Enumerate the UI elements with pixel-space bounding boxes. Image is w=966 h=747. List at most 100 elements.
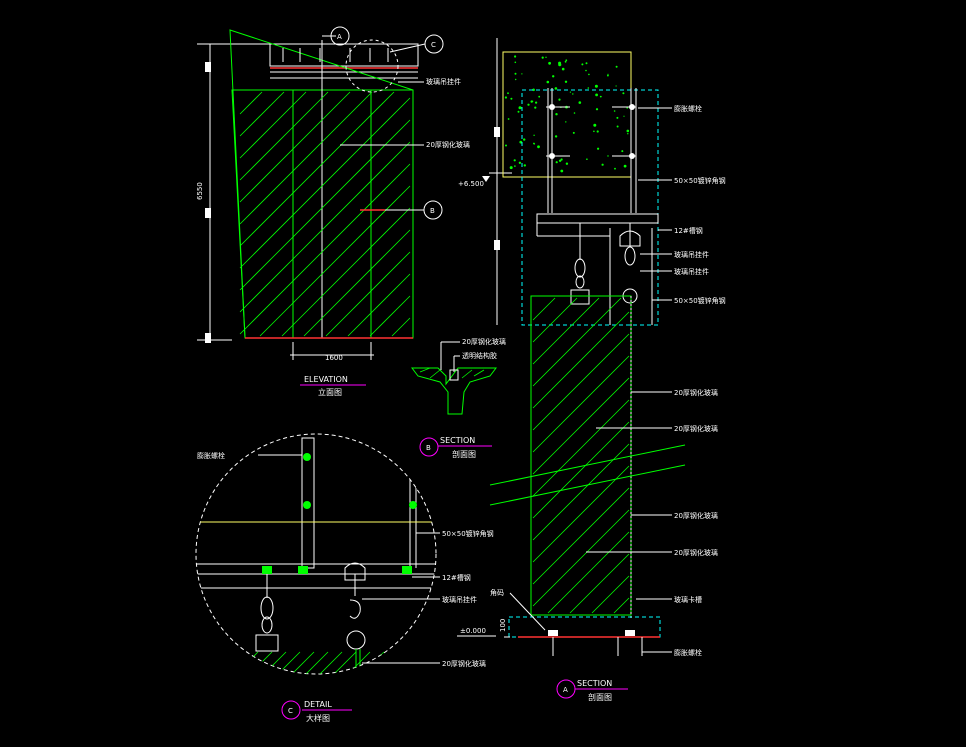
slab-dot	[596, 130, 599, 133]
slab-dot	[627, 133, 629, 135]
detail-c-view: 膨胀螺栓 50×50镀锌角钢 12#槽钢 玻璃吊挂件 20厚钢化玻璃 C DET…	[195, 433, 494, 723]
slab-dot	[626, 129, 630, 133]
slab-dot	[587, 87, 590, 89]
hatch-line	[325, 251, 411, 337]
elevation-subtitle: 立面图	[318, 387, 342, 397]
slab-dot	[533, 134, 535, 136]
section-a-channel-label: 12#槽钢	[674, 226, 703, 235]
hatch-line	[239, 91, 263, 115]
slab-dot	[565, 59, 568, 62]
hatch-line	[239, 97, 411, 269]
hatch-line	[532, 297, 578, 343]
slab-dot	[565, 162, 569, 165]
slab-dot	[510, 97, 513, 100]
slab-dot	[517, 110, 520, 113]
slab-dot	[545, 56, 547, 58]
slab-dot	[572, 93, 574, 95]
slab-dot	[586, 158, 588, 160]
slab-dot	[554, 87, 558, 90]
section-a-glass3-label: 20厚钢化玻璃	[674, 511, 718, 520]
section-a-angle-top-label: 50×50镀锌角钢	[674, 176, 726, 185]
hatch-line	[239, 91, 351, 203]
hatch-line	[243, 651, 273, 674]
hatch-line	[259, 185, 411, 337]
slab-dot	[588, 73, 590, 76]
hatch-line	[532, 311, 630, 409]
hatch-line	[532, 377, 630, 475]
hatch-line	[391, 317, 411, 337]
slab-dot	[616, 125, 619, 128]
hatch-line	[281, 207, 411, 337]
slab-dot	[514, 55, 517, 58]
hatch-line	[271, 651, 301, 674]
slab-dot	[514, 165, 516, 167]
elevation-hangers	[282, 48, 389, 62]
section-a-view: +6.500	[457, 38, 726, 702]
slab-dot	[515, 78, 517, 81]
hatch-line	[369, 651, 399, 674]
slab-dot	[552, 75, 555, 78]
section-b-sealant-label: 透明结构胶	[462, 351, 497, 360]
hatch-line	[532, 421, 630, 519]
hatch-line	[547, 531, 630, 614]
dim-bottom: 100	[499, 619, 507, 632]
slab-dot	[594, 84, 598, 88]
slab-dot	[585, 69, 587, 72]
detail-title: DETAIL	[304, 700, 332, 709]
slab-dot	[623, 164, 627, 168]
slab-dot	[565, 121, 567, 123]
slab-dot	[523, 138, 526, 141]
slab-dot	[555, 161, 558, 164]
hatch-line	[383, 663, 401, 674]
slab-dot	[621, 150, 624, 153]
section-a-glass4-label: 20厚钢化玻璃	[674, 548, 718, 557]
hatch-line	[532, 297, 600, 365]
slab-dot	[519, 140, 523, 144]
hatch-line	[229, 651, 259, 674]
slab-dot	[595, 93, 598, 97]
hatch-line	[613, 597, 630, 614]
slab-dot	[514, 61, 517, 64]
section-a-title: SECTION	[577, 679, 612, 688]
slab-dot	[613, 110, 616, 112]
slab-dot	[607, 155, 609, 157]
slab-dot	[564, 80, 568, 84]
detail-glass-hatch	[229, 651, 401, 674]
section-a-anchor-label: 膨胀螺栓	[674, 104, 702, 113]
elevation-glass-hatch	[239, 91, 411, 337]
hatch-line	[299, 651, 329, 674]
hatch-line	[239, 91, 329, 181]
slab-dot	[561, 67, 565, 71]
slab-dot	[597, 147, 600, 150]
slab-dot	[548, 61, 551, 65]
slab-dot	[599, 95, 602, 98]
elevation-width-dim: 1600	[325, 354, 343, 362]
slab-dot	[518, 106, 522, 110]
hatch-line	[303, 229, 411, 337]
slab-dot	[623, 115, 625, 117]
elevation-title: ELEVATION	[304, 375, 348, 384]
hatch-line	[532, 333, 630, 431]
callout-b-label: B	[430, 207, 435, 215]
hatch-line	[341, 651, 371, 674]
hatch-line	[327, 651, 357, 674]
slab-dot	[578, 101, 582, 104]
section-b-marker: B	[426, 444, 431, 452]
detail-angle-label: 50×50镀锌角钢	[442, 529, 494, 538]
section-a-marker: A	[563, 686, 568, 694]
hatch-line	[313, 651, 343, 674]
slab-dot	[616, 116, 619, 119]
section-a-subtitle: 剖面图	[588, 692, 612, 702]
detail-channel-label: 12#槽钢	[442, 573, 471, 582]
slab-dot	[513, 159, 516, 162]
level-bottom: ±0.000	[460, 627, 486, 635]
section-b-title: SECTION	[440, 436, 475, 445]
callout-c-label: C	[431, 41, 436, 49]
elevation-hanger-label: 玻璃吊挂件	[426, 77, 461, 86]
hatch-line	[239, 119, 411, 291]
anchor-bolts-top	[546, 104, 636, 159]
section-a-hanger2-label: 玻璃吊挂件	[674, 267, 709, 276]
slab-dot	[521, 73, 523, 75]
slab-dot	[537, 145, 540, 149]
